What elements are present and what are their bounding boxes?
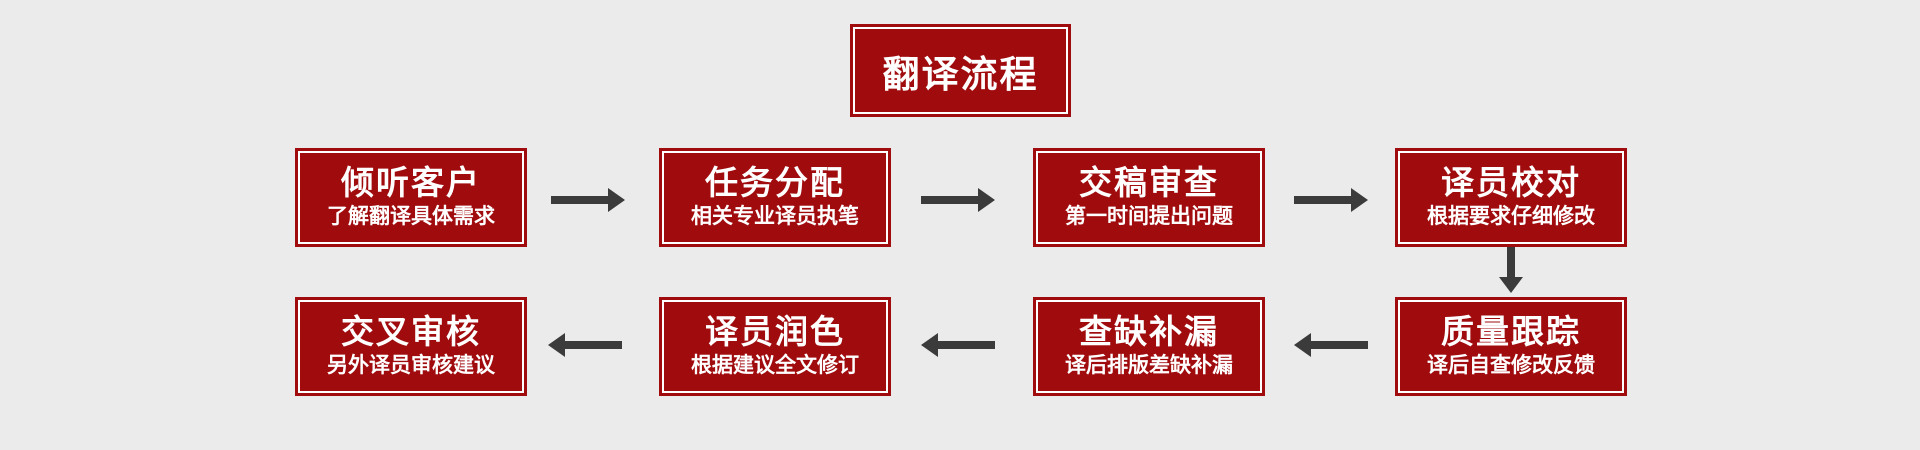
arrow-shaft (937, 341, 995, 349)
arrow-down-icon (1499, 247, 1523, 293)
step-title: 交稿审查 (1079, 164, 1219, 202)
arrow-head (1499, 277, 1523, 293)
flowchart-title-box: 翻译流程 (850, 24, 1071, 117)
step-subtitle: 根据建议全文修订 (691, 354, 859, 378)
arrow-head (978, 188, 995, 212)
arrow-shaft (551, 196, 609, 204)
arrow-right-icon (921, 188, 995, 212)
arrow-left-icon (1294, 333, 1368, 357)
step-subtitle: 译后自查修改反馈 (1427, 354, 1595, 378)
step-title: 译员校对 (1441, 164, 1581, 202)
step-cross-review: 交叉审核 另外译员审核建议 (295, 297, 527, 396)
arrow-left-icon (548, 333, 622, 357)
step-subtitle: 了解翻译具体需求 (327, 205, 495, 229)
arrow-head (1294, 333, 1311, 357)
step-submission-review: 交稿审查 第一时间提出问题 (1033, 148, 1265, 247)
arrow-head (548, 333, 565, 357)
arrow-right-icon (1294, 188, 1368, 212)
step-subtitle: 另外译员审核建议 (327, 354, 495, 378)
step-title: 任务分配 (705, 164, 845, 202)
arrow-right-icon (551, 188, 625, 212)
step-title: 交叉审核 (341, 313, 481, 351)
step-title: 译员润色 (705, 313, 845, 351)
step-task-assignment: 任务分配 相关专业译员执笔 (659, 148, 891, 247)
arrow-shaft (921, 196, 979, 204)
step-translator-proofreading: 译员校对 根据要求仔细修改 (1395, 148, 1627, 247)
arrow-left-icon (921, 333, 995, 357)
arrow-shaft (1507, 247, 1515, 278)
step-subtitle: 相关专业译员执笔 (691, 205, 859, 229)
step-title: 倾听客户 (341, 164, 481, 202)
arrow-head (608, 188, 625, 212)
step-quality-tracking: 质量跟踪 译后自查修改反馈 (1395, 297, 1627, 396)
step-listen-customers: 倾听客户 了解翻译具体需求 (295, 148, 527, 247)
arrow-shaft (564, 341, 622, 349)
arrow-head (1351, 188, 1368, 212)
step-gap-checking: 查缺补漏 译后排版差缺补漏 (1033, 297, 1265, 396)
arrow-shaft (1294, 196, 1352, 204)
step-translator-polishing: 译员润色 根据建议全文修订 (659, 297, 891, 396)
flowchart-title: 翻译流程 (882, 53, 1039, 95)
step-subtitle: 根据要求仔细修改 (1427, 205, 1595, 229)
arrow-shaft (1310, 341, 1368, 349)
arrow-head (921, 333, 938, 357)
step-subtitle: 译后排版差缺补漏 (1065, 354, 1233, 378)
step-title: 质量跟踪 (1441, 313, 1581, 351)
step-subtitle: 第一时间提出问题 (1065, 205, 1233, 229)
step-title: 查缺补漏 (1079, 313, 1219, 351)
